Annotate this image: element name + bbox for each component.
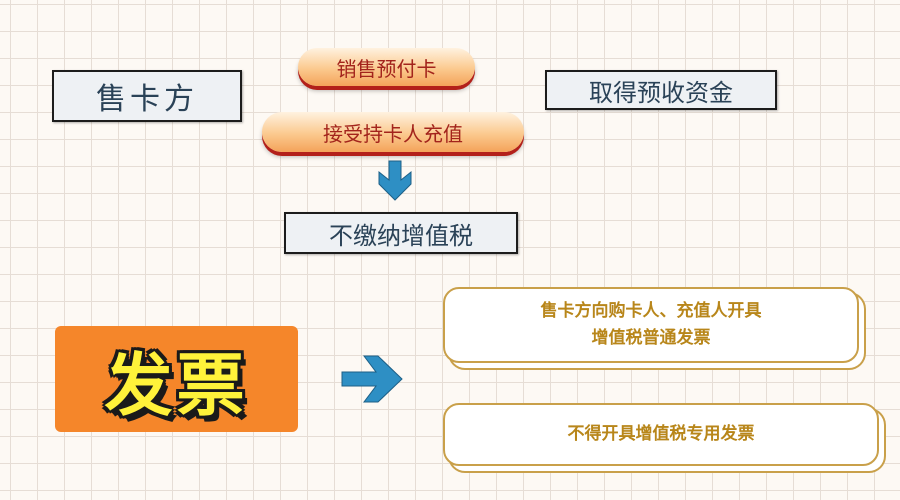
seller-box: 售卡方 [52,70,242,122]
receive-funds-box: 取得预收资金 [545,70,777,110]
note-ordinary-invoice: 售卡方向购卡人、充值人开具 增值税普通发票 [443,287,859,363]
step-accept-recharge: 接受持卡人充值 [262,112,524,152]
step-sell-card: 销售预付卡 [298,48,475,86]
invoice-label: 发票 [55,326,298,432]
arrow-right-icon [341,355,403,403]
note-no-special-invoice: 不得开具增值税专用发票 [443,403,879,466]
no-vat-box: 不缴纳增值税 [284,212,518,254]
arrow-down-icon [378,160,412,201]
